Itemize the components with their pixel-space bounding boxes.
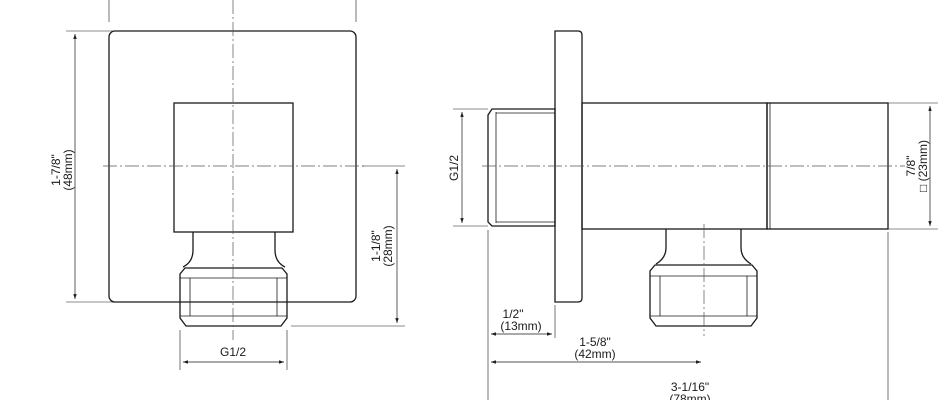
side-thread-label: G1/2 xyxy=(447,155,461,181)
side-wall-plate xyxy=(554,30,583,303)
square-mm-label: □ (23mm) xyxy=(916,140,930,192)
front-view: 1-7/8" (48mm) 1-1/8" (28mm) G1/2 xyxy=(49,0,405,370)
outlet-height-inch-label: 1-1/8" xyxy=(369,230,383,262)
side-thread-stub xyxy=(487,108,556,227)
outlet-distance-inch-label: 1-5/8" xyxy=(579,335,611,349)
front-neck xyxy=(182,232,286,268)
front-thread-label: G1/2 xyxy=(220,345,246,359)
front-body xyxy=(173,102,294,233)
front-hex-nut xyxy=(179,267,288,327)
outlet-distance-mm-label: (42mm) xyxy=(574,347,615,361)
height-inch-label: 1-7/8" xyxy=(49,154,63,186)
overall-length-mm-label: (78mm) xyxy=(669,392,710,400)
thread-length-mm-label: (13mm) xyxy=(500,319,541,333)
outlet-height-mm-label: (28mm) xyxy=(381,225,395,266)
side-hex-nut xyxy=(649,264,758,327)
square-inch-label: 7/8" xyxy=(904,156,918,177)
front-wall-plate xyxy=(108,30,357,303)
thread-length-inch-label: 1/2" xyxy=(503,307,524,321)
overall-length-inch-label: 3-1/16" xyxy=(671,380,709,394)
height-mm-label: (48mm) xyxy=(61,149,75,190)
side-neck xyxy=(655,229,752,265)
side-view: G1/2 7/8" □ (23mm) 1/2" (13mm) 1-5/8" (4… xyxy=(447,30,938,400)
